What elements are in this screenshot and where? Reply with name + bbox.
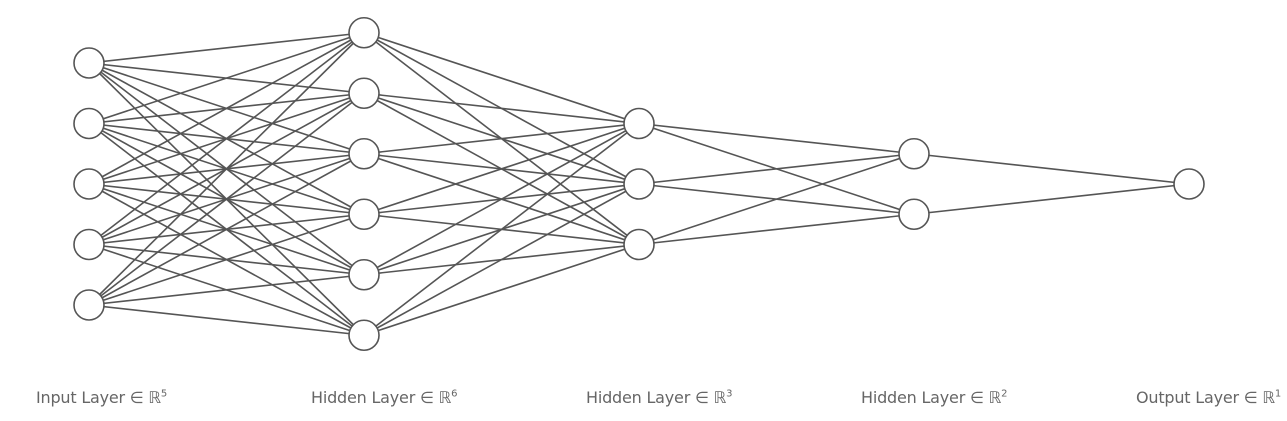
edge-l3n0-l4n0 (913, 152, 1190, 185)
edge-l2n1-l3n0 (638, 152, 915, 185)
edge-l1n1-l2n0 (363, 92, 640, 125)
neuron-layer-0-node-2 (73, 168, 105, 200)
edge-l1n3-l2n0 (363, 122, 640, 216)
neuron-layer-2-node-1 (623, 168, 655, 200)
edge-l0n3-l1n0 (88, 32, 365, 246)
hidden-layer-3-label-text: Hidden Layer ∈ ℝ (861, 388, 1002, 407)
edge-l0n2-l1n0 (88, 32, 365, 185)
edge-l2n2-l3n0 (638, 152, 915, 246)
neuron-layer-0-node-0 (73, 47, 105, 79)
neuron-layer-2-node-0 (623, 107, 655, 140)
neuron-layer-2-node-2 (623, 228, 655, 261)
edge-l0n4-l1n0 (88, 32, 365, 306)
edge-l1n4-l2n0 (363, 122, 640, 276)
hidden-layer-3-label: Hidden Layer ∈ ℝ2 (861, 388, 1007, 407)
output-layer-dimension: 1 (1274, 388, 1282, 400)
neuron-layer-3-node-1 (898, 198, 930, 231)
input-layer-dimension: 5 (160, 388, 168, 400)
neuron-layer-0-node-1 (73, 107, 105, 140)
output-layer-label-text: Output Layer ∈ ℝ (1136, 388, 1275, 407)
edge-l1n0-l2n0 (363, 31, 640, 125)
hidden-layer-1-label-text: Hidden Layer ∈ ℝ (311, 388, 452, 407)
edge-l1n5-l2n2 (363, 243, 640, 337)
edge-l0n1-l1n0 (88, 31, 365, 125)
edge-l1n2-l2n0 (363, 122, 640, 155)
neuron-layer-4-node-0 (1173, 168, 1205, 200)
neuron-layer-1-node-0 (348, 16, 380, 49)
hidden-layer-1-dimension: 6 (451, 388, 458, 400)
edge-l1n5-l2n1 (363, 183, 640, 336)
neuron-layer-0-node-3 (73, 228, 105, 261)
edge-l0n4-l1n2 (88, 153, 365, 306)
neuron-layer-1-node-5 (348, 319, 380, 352)
hidden-layer-2-label-text: Hidden Layer ∈ ℝ (586, 388, 727, 407)
edge-l2n0-l3n0 (638, 122, 915, 155)
input-layer-label: Input Layer ∈ ℝ5 (36, 388, 167, 407)
hidden-layer-2-dimension: 3 (726, 388, 733, 400)
edge-l0n4-l1n5 (88, 304, 365, 337)
neuron-layer-1-node-4 (348, 258, 380, 291)
edge-l3n1-l4n0 (913, 183, 1190, 216)
edge-l0n4-l1n1 (88, 92, 365, 306)
neuron-layer-3-node-0 (898, 137, 930, 170)
edge-l0n4-l1n4 (88, 273, 365, 306)
neurons (73, 16, 1205, 352)
edge-l2n2-l3n1 (638, 213, 915, 246)
hidden-layer-3-dimension: 2 (1001, 388, 1008, 400)
input-layer-label-text: Input Layer ∈ ℝ (36, 388, 161, 407)
hidden-layer-1-label: Hidden Layer ∈ ℝ6 (311, 388, 457, 407)
neuron-layer-1-node-1 (348, 77, 380, 110)
connections (88, 31, 1190, 337)
neuron-layer-1-node-2 (348, 137, 380, 170)
hidden-layer-2-label: Hidden Layer ∈ ℝ3 (586, 388, 732, 407)
edge-l1n5-l2n0 (363, 122, 640, 336)
edge-l0n4-l1n3 (88, 213, 365, 306)
output-layer-label: Output Layer ∈ ℝ1 (1136, 388, 1281, 407)
neuron-layer-1-node-3 (348, 198, 380, 231)
edge-l0n0-l1n0 (88, 31, 365, 64)
neuron-layer-0-node-4 (73, 289, 105, 321)
